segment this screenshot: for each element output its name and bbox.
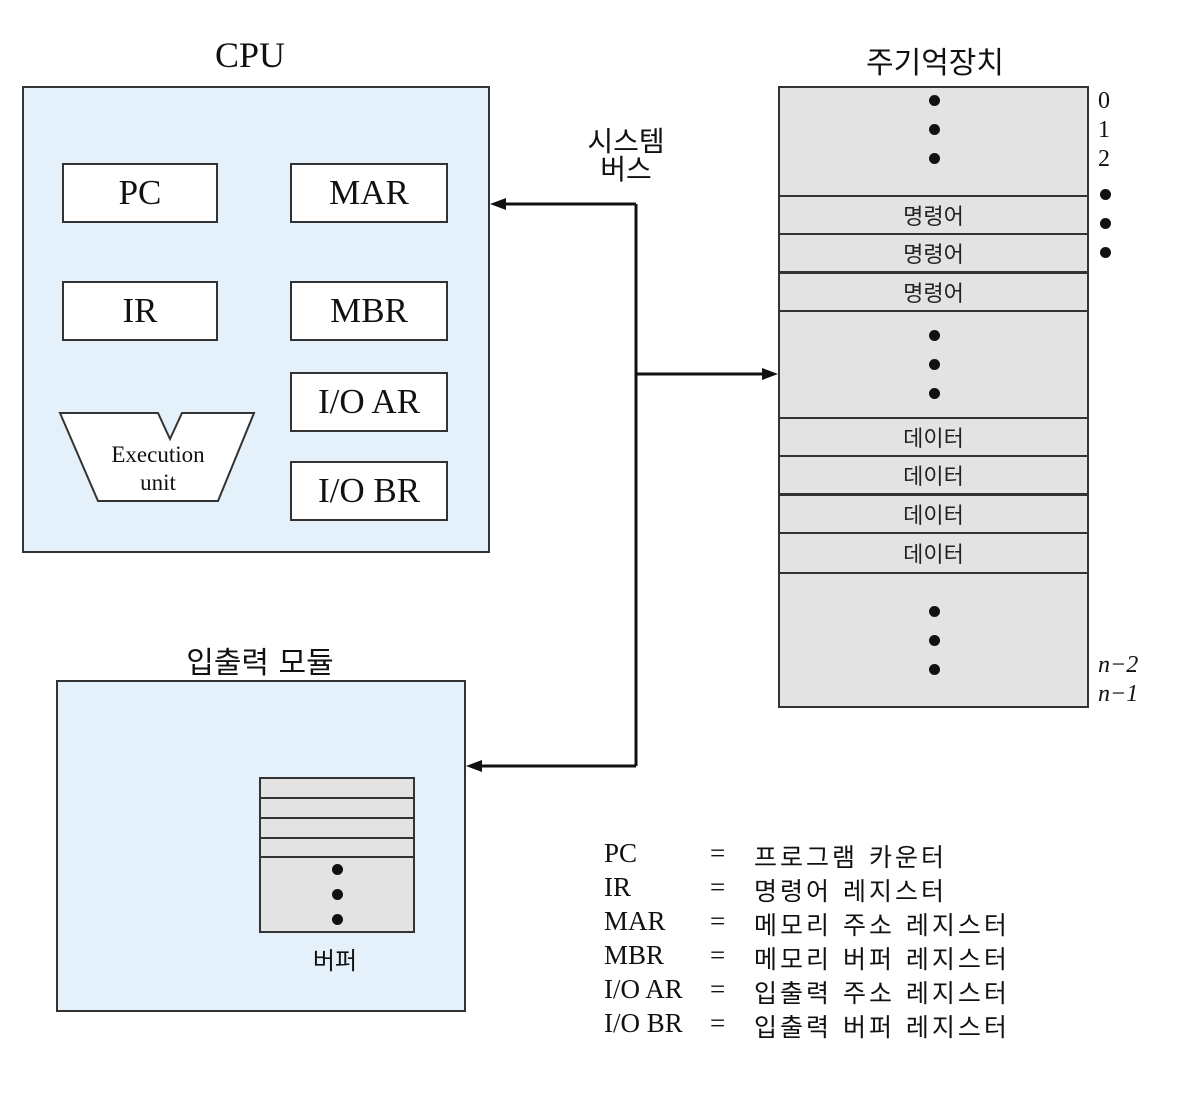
legend-equals: = <box>710 838 726 868</box>
legend-equals: = <box>710 940 726 970</box>
buffer-slot-line <box>261 856 413 858</box>
memory-dot <box>929 153 940 164</box>
address-dot <box>1100 247 1111 258</box>
cpu-panel: PC MAR IR MBR I/O AR I/O BR Execution un… <box>22 86 490 553</box>
main-memory: 명령어 명령어 명령어 데이터 데이터 데이터 데이터 <box>778 86 1089 708</box>
execution-unit-shape <box>58 412 256 502</box>
buffer-dot <box>332 864 343 875</box>
legend-definition: 명령어 레지스터 <box>754 877 947 906</box>
memory-title: 주기억장치 <box>866 46 1004 81</box>
system-bus-label: 시스템 버스 <box>578 128 674 184</box>
legend-abbr: I/O BR <box>604 1008 683 1038</box>
arrow-to-io-module <box>466 760 482 772</box>
register-io-br: I/O BR <box>290 461 448 521</box>
address-1: 1 <box>1098 117 1110 143</box>
legend-abbr: MAR <box>604 906 666 936</box>
buffer-label: 버퍼 <box>312 947 358 975</box>
memory-instruction-row: 명령어 <box>778 195 1089 235</box>
address-n-1: n−1 <box>1098 681 1139 707</box>
register-mar: MAR <box>290 163 448 223</box>
register-mbr: MBR <box>290 281 448 341</box>
buffer-slot-line <box>261 797 413 799</box>
system-bus-line1: 시스템 <box>587 125 665 158</box>
memory-data-row: 데이터 <box>778 532 1089 574</box>
buffer-dot <box>332 889 343 900</box>
legend-abbr: PC <box>604 838 638 868</box>
execution-unit-line1: Execution <box>111 442 205 467</box>
memory-instruction-row: 명령어 <box>778 272 1089 312</box>
memory-instruction-row: 명령어 <box>778 233 1089 273</box>
execution-unit-line2: unit <box>140 470 176 495</box>
address-dot <box>1100 189 1111 200</box>
cpu-title: CPU <box>214 35 286 75</box>
io-module-title: 입출력 모듈 <box>186 646 334 681</box>
arrow-to-cpu <box>490 198 506 210</box>
legend-definition: 입출력 버퍼 레지스터 <box>754 1013 1010 1042</box>
memory-dot <box>929 388 940 399</box>
legend: PC = 프로그램 카운터 IR = 명령어 레지스터 MAR = 메모리 주소… <box>604 838 1064 1048</box>
register-pc: PC <box>62 163 218 223</box>
address-dot <box>1100 218 1111 229</box>
legend-definition: 입출력 주소 레지스터 <box>754 979 1010 1008</box>
memory-dot <box>929 635 940 646</box>
legend-definition: 메모리 주소 레지스터 <box>754 911 1010 940</box>
legend-equals: = <box>710 906 726 936</box>
address-2: 2 <box>1098 146 1110 172</box>
memory-dot <box>929 124 940 135</box>
buffer-slot-line <box>261 817 413 819</box>
execution-unit-label: Execution unit <box>88 441 228 497</box>
buffer-dot <box>332 914 343 925</box>
memory-data-row: 데이터 <box>778 494 1089 534</box>
buffer-slot-line <box>261 837 413 839</box>
legend-abbr: I/O AR <box>604 974 683 1004</box>
memory-dot <box>929 606 940 617</box>
legend-abbr: IR <box>604 872 631 902</box>
legend-definition: 메모리 버퍼 레지스터 <box>754 945 1010 974</box>
legend-definition: 프로그램 카운터 <box>754 843 947 872</box>
legend-abbr: MBR <box>604 940 665 970</box>
register-ir: IR <box>62 281 218 341</box>
memory-dot <box>929 330 940 341</box>
legend-equals: = <box>710 974 726 1004</box>
io-buffer <box>259 777 415 933</box>
memory-dot <box>929 359 940 370</box>
address-n-2: n−2 <box>1098 652 1139 678</box>
legend-equals: = <box>710 872 726 902</box>
register-io-ar: I/O AR <box>290 372 448 432</box>
memory-data-row: 데이터 <box>778 455 1089 495</box>
arrow-to-memory <box>762 368 778 380</box>
memory-data-row: 데이터 <box>778 417 1089 457</box>
address-0: 0 <box>1098 88 1110 114</box>
system-bus-line2: 버스 <box>600 153 652 186</box>
memory-dot <box>929 95 940 106</box>
legend-equals: = <box>710 1008 726 1038</box>
memory-dot <box>929 664 940 675</box>
